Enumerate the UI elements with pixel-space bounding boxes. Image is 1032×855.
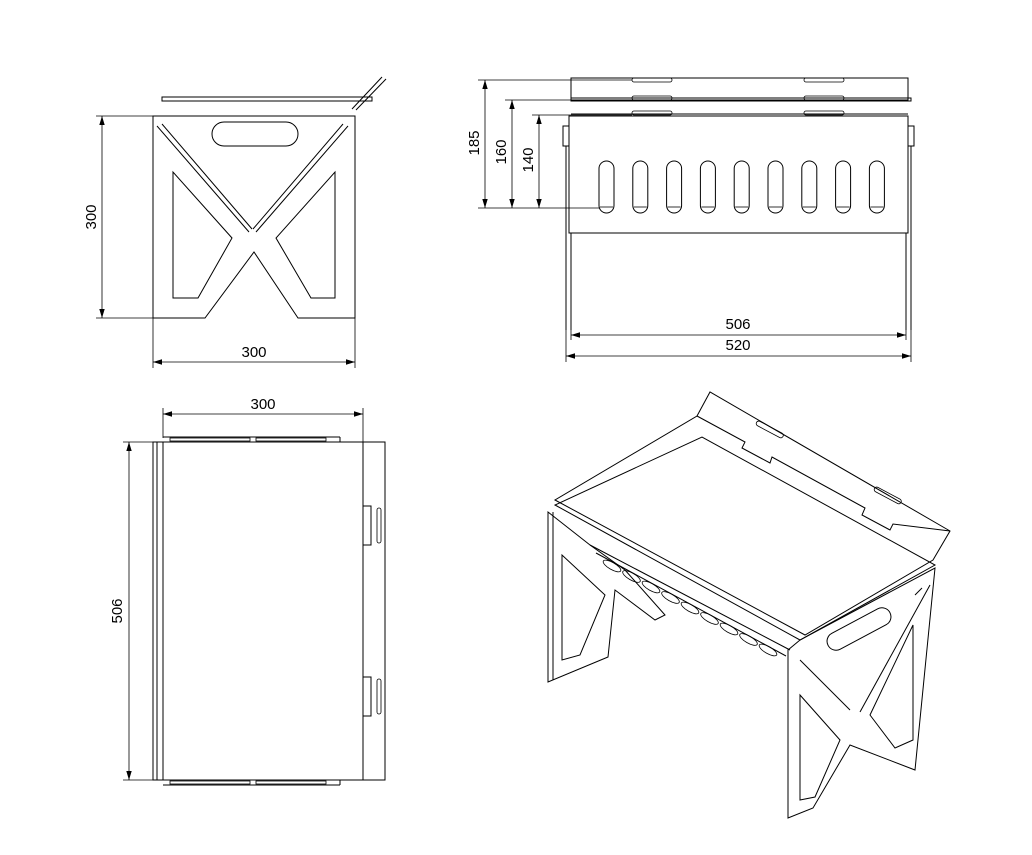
front-view-slot bbox=[767, 160, 784, 214]
isometric-slot bbox=[739, 633, 758, 646]
front-view-dim-160-label: 160 bbox=[493, 139, 510, 164]
side-view-height-dimension: 300 bbox=[83, 115, 153, 319]
top-view-width-label: 300 bbox=[250, 396, 275, 413]
front-view-body bbox=[562, 115, 915, 330]
front-view-outer-width-label: 520 bbox=[725, 337, 750, 354]
isometric-slots bbox=[602, 559, 778, 657]
isometric-slot bbox=[680, 601, 700, 615]
isometric-lid bbox=[553, 391, 951, 636]
top-view-length-dimension: 506 bbox=[109, 441, 153, 781]
front-view-dim-185-label: 185 bbox=[466, 130, 483, 155]
front-view-slot bbox=[835, 160, 852, 214]
top-view-body bbox=[152, 436, 386, 786]
isometric-slot bbox=[661, 591, 680, 604]
top-view: 300 506 bbox=[109, 396, 386, 786]
front-view-slot bbox=[666, 160, 683, 214]
isometric-slot bbox=[719, 622, 739, 636]
front-view-width-dimensions: 506 520 bbox=[565, 316, 912, 362]
top-view-width-dimension: 300 bbox=[162, 396, 364, 442]
isometric-slot bbox=[602, 559, 622, 573]
front-view-slot bbox=[632, 160, 649, 214]
side-view-height-label: 300 bbox=[83, 204, 100, 229]
top-view-length-label: 506 bbox=[109, 598, 126, 623]
isometric-right-leg bbox=[787, 567, 936, 819]
front-view-slots bbox=[598, 160, 885, 214]
front-view-lid bbox=[570, 77, 912, 116]
side-view-width-dimension: 300 bbox=[152, 318, 356, 368]
front-view-slot bbox=[868, 160, 885, 214]
isometric-slot bbox=[641, 580, 661, 594]
isometric-left-leg bbox=[547, 510, 666, 683]
isometric-slot bbox=[758, 643, 778, 657]
side-view-panel bbox=[152, 115, 356, 319]
front-view: 185 160 140 506 520 bbox=[466, 77, 915, 362]
side-view: 300 300 bbox=[83, 76, 387, 368]
front-view-inner-width-label: 506 bbox=[725, 316, 750, 333]
side-view-width-label: 300 bbox=[241, 344, 266, 361]
front-view-dim-140-label: 140 bbox=[520, 147, 537, 172]
isometric-slot bbox=[622, 570, 641, 583]
side-view-lid bbox=[161, 76, 387, 111]
front-view-slot bbox=[598, 160, 615, 214]
front-view-slot bbox=[801, 160, 818, 214]
front-view-slot bbox=[733, 160, 750, 214]
front-view-height-dimensions: 185 160 140 bbox=[466, 79, 632, 209]
front-view-slot bbox=[699, 160, 716, 214]
isometric-view bbox=[547, 391, 951, 819]
isometric-front-panel bbox=[553, 436, 937, 657]
isometric-slot bbox=[700, 612, 719, 625]
